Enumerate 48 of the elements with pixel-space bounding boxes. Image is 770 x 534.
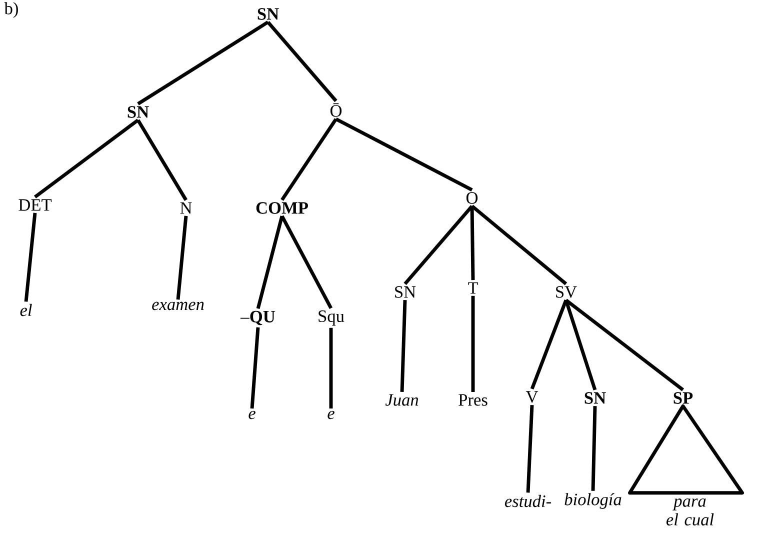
tree-label: examen xyxy=(152,302,204,310)
branch-line xyxy=(591,406,597,491)
tree-label: SV xyxy=(556,286,577,298)
tree-label: SP xyxy=(674,392,693,404)
tree-label: SN xyxy=(395,286,416,298)
tree-label: O xyxy=(466,192,478,204)
branch-line xyxy=(564,298,684,392)
branch-line xyxy=(526,404,534,493)
tree-label: Juan xyxy=(385,394,418,406)
tree-label: –QU xyxy=(240,310,275,326)
branch-line xyxy=(564,300,597,390)
tree-label: SN xyxy=(584,392,606,404)
branch-line xyxy=(335,118,473,192)
branch-line xyxy=(280,118,338,201)
tree-label: COMP xyxy=(256,202,308,214)
branch-line xyxy=(176,216,188,300)
branch-line xyxy=(280,215,333,309)
panel-label: b) xyxy=(4,2,18,18)
branch-line xyxy=(329,328,333,409)
branch-line xyxy=(530,300,568,390)
tree-label: estudi- xyxy=(504,494,551,508)
tree-label: N xyxy=(180,202,192,214)
tree-label: V xyxy=(526,391,538,403)
branch-line xyxy=(24,212,37,302)
branch-line xyxy=(470,206,475,280)
tree-label: Ō xyxy=(330,103,342,117)
branch-line xyxy=(470,204,568,286)
tree-label: biología xyxy=(564,493,622,509)
tree-label: el xyxy=(20,304,32,316)
branch-line xyxy=(137,20,269,106)
tree-label: Pres xyxy=(458,394,488,406)
tree-label: SN xyxy=(128,106,149,118)
triangle-branch xyxy=(628,404,744,495)
branch-line xyxy=(34,118,140,198)
tree-label: e xyxy=(248,410,256,420)
branch-line xyxy=(404,204,474,286)
tree-label: para el cual xyxy=(666,498,714,526)
branch-line xyxy=(136,119,188,201)
tree-label: DET xyxy=(18,199,52,211)
branch-line xyxy=(471,296,475,392)
tree-label: Squ xyxy=(318,310,344,326)
tree-label: T xyxy=(468,282,478,294)
tree-label: e xyxy=(328,410,334,420)
branch-line xyxy=(400,300,407,392)
branch-line xyxy=(256,216,284,310)
branch-line xyxy=(250,327,260,409)
tree-label: SN xyxy=(258,8,279,20)
branch-line xyxy=(266,20,338,102)
